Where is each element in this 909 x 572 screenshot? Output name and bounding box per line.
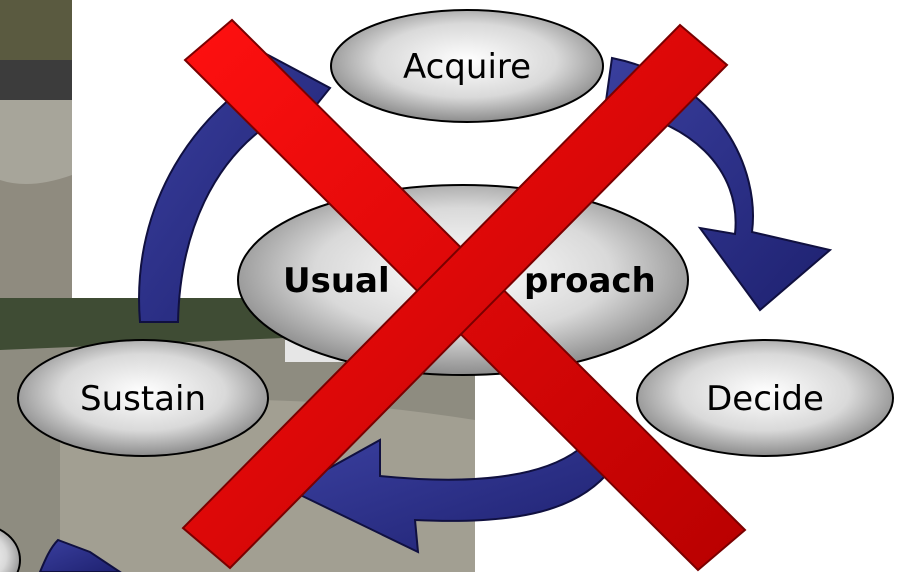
arrow-decide-to-sustain — [287, 438, 614, 554]
partial-node-bottom-left — [0, 528, 21, 572]
center-node-label-right: proach — [524, 261, 656, 301]
cross-out-stroke-2 — [181, 23, 729, 570]
cross-out-x — [181, 18, 747, 572]
node-acquire-label: Acquire — [403, 47, 531, 87]
node-decide-label: Decide — [706, 379, 824, 419]
arrow-fragment-bottom-left — [38, 538, 122, 572]
background-photo-top — [0, 0, 72, 300]
node-acquire: Acquire — [330, 9, 604, 123]
node-sustain-label: Sustain — [80, 379, 206, 419]
node-sustain: Sustain — [17, 339, 269, 457]
center-node-label-left: Usual — [283, 261, 390, 301]
node-decide: Decide — [636, 339, 894, 457]
